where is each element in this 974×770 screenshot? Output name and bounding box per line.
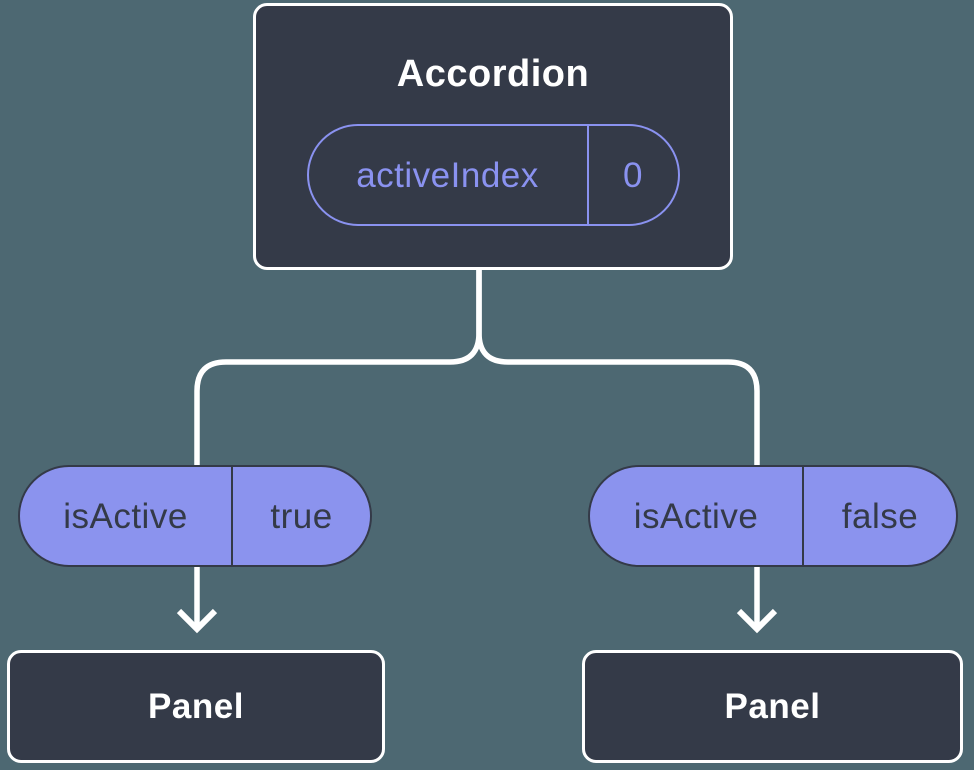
panel-node-left: Panel [7,650,385,763]
prop-pill-isactive-true: isActive true [18,465,372,567]
connector-left-branch [194,265,482,627]
prop-pill-value: false [841,496,919,536]
prop-pill-label: isActive [20,467,233,565]
prop-pill-label: isActive [590,467,804,565]
state-pill-label: activeIndex [309,126,589,224]
state-pill-value: 0 [623,155,643,195]
prop-pill-isactive-false: isActive false [588,465,958,567]
connector-right-branch [476,265,760,627]
panel-node-right: Panel [582,650,963,763]
panel-title: Panel [724,686,821,726]
accordion-title: Accordion [396,53,590,95]
prop-pill-value: true [270,496,333,536]
state-pill: activeIndex 0 [306,124,680,226]
arrow-down-icon [176,608,218,634]
accordion-node: Accordion activeIndex 0 [253,3,733,270]
panel-title: Panel [148,686,244,726]
arrow-down-icon [736,608,778,634]
